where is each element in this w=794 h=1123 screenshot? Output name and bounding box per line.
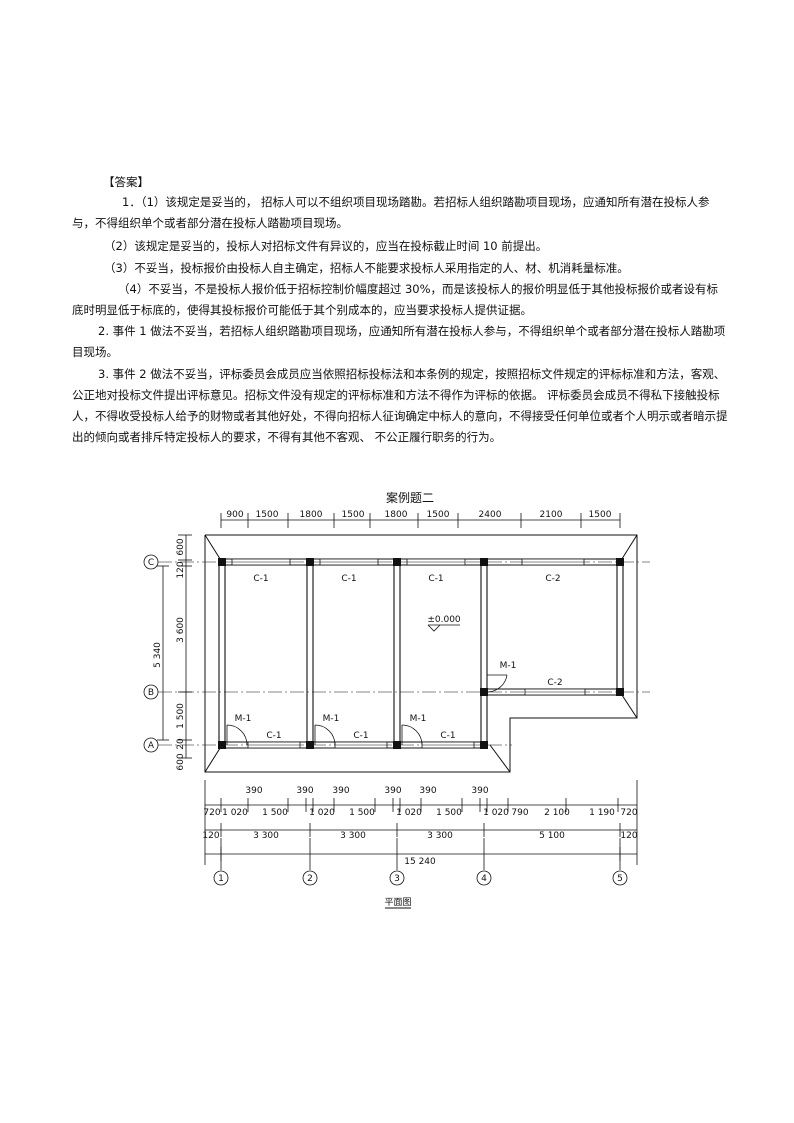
bottom-dim-r3-1: 120 [202,831,219,841]
left-dim-120: 120 [176,561,186,578]
top-dim-6: 1500 [427,510,450,520]
figure-title: 案例题二 [386,490,434,505]
paragraph-1-1: 1．（1）该规定是妥当的， 招标人可以不组织项目现场踏勘。若招标人组织踏勘项目现… [72,195,710,230]
top-dim-7: 2400 [479,510,502,520]
axis-a-label: A [148,741,155,751]
bottom-dim-r2-6: 1 020 [396,808,422,818]
bottom-dim-r3-2: 3 300 [253,831,279,841]
left-dim-600-top: 600 [176,538,186,555]
bottom-dim-r2-11: 1 190 [589,808,615,818]
floor-plan-figure: 案例题二 900 1500 1800 1500 1800 1500 2400 2… [143,490,650,909]
door-label-m1-4: M-1 [500,661,517,671]
bottom-dim-390-1: 390 [245,786,262,796]
bottom-dim-r2-12: 720 [620,808,637,818]
elevation-mark: ±0.000 [427,615,461,625]
bottom-dim-390-2: 390 [296,786,313,796]
bottom-dim-r2-10: 2 100 [544,808,570,818]
bottom-dim-r2-5: 1 500 [349,808,375,818]
bottom-dim-390-4: 390 [384,786,401,796]
bottom-dim-390-3: 390 [332,786,349,796]
bottom-dim-r2-3: 1 500 [262,808,288,818]
bottom-dim-390-5: 390 [419,786,436,796]
axis-b-label: B [148,688,154,698]
paragraph-1-4: （4）不妥当，不是投标人报价低于招标控制价幅度超过 30%，而是该投标人的报价明… [72,282,719,317]
window-label-c1-3: C-1 [428,574,443,584]
bottom-dim-r2-2: 1 020 [222,808,248,818]
axis-1-label: 1 [218,874,224,884]
left-dim-600-bottom: 600 [176,753,186,770]
window-label-c1-2: C-1 [341,574,356,584]
bottom-dim-r3-5: 5 100 [539,831,565,841]
door-label-m1-1: M-1 [235,714,252,724]
paragraph-3: 3. 事件 2 做法不妥当，评标委员会成员应当依照招标投标法和本条例的规定，按照… [72,367,728,444]
paragraph-1-3: （3）不妥当，投标报价由投标人自主确定，招标人不能要求投标人采用指定的人、材、机… [104,261,629,275]
top-dim-9: 1500 [589,510,612,520]
left-dim-1500: 1 500 [176,703,186,729]
top-dim-3: 1800 [300,510,323,520]
bottom-dim-r3-3: 3 300 [340,831,366,841]
total-dim: 15 240 [404,857,436,867]
window-label-c1-5: C-1 [353,731,368,741]
bottom-dim-r2-4: 1 020 [309,808,335,818]
top-dim-8: 2100 [540,510,563,520]
axis-3-label: 3 [394,874,400,884]
top-dim-5: 1800 [385,510,408,520]
bottom-dim-390-6: 390 [471,786,488,796]
axis-4-label: 4 [481,874,487,884]
door-label-m1-2: M-1 [323,714,340,724]
window-label-c2-2: C-2 [547,678,562,688]
axis-5-label: 5 [617,874,623,884]
window-label-c2-1: C-2 [545,574,560,584]
answer-label: 【答案】 [103,175,149,189]
bottom-dim-r3-4: 3 300 [427,831,453,841]
axis-2-label: 2 [307,874,313,884]
window-label-c1-6: C-1 [440,731,455,741]
bottom-dim-r2-7: 1 500 [436,808,462,818]
axis-c-label: C [148,558,154,568]
left-dim-5340: 5 340 [153,642,163,668]
bottom-dim-r3-6: 120 [620,831,637,841]
left-dim-3600: 3 600 [176,617,186,643]
top-dim-1: 900 [226,510,243,520]
window-label-c1-4: C-1 [266,731,281,741]
bottom-dim-r2-8: 1 020 [483,808,509,818]
window-label-c1-1: C-1 [253,574,268,584]
bottom-dim-r2-1: 720 [203,808,220,818]
top-dim-2: 1500 [256,510,279,520]
top-dim-4: 1500 [342,510,365,520]
figure-caption: 平面图 [384,897,411,908]
left-dim-20: 20 [176,738,186,750]
paragraph-2: 2. 事件 1 做法不妥当，若招标人组织踏勘项目现场，应通知所有潜在投标人参与，… [72,324,726,359]
door-label-m1-3: M-1 [410,714,427,724]
bottom-dim-r2-9: 790 [511,808,528,818]
paragraph-1-2: （2）该规定是妥当的，投标人对招标文件有异议的，应当在投标截止时间 10 前提出… [104,239,548,253]
